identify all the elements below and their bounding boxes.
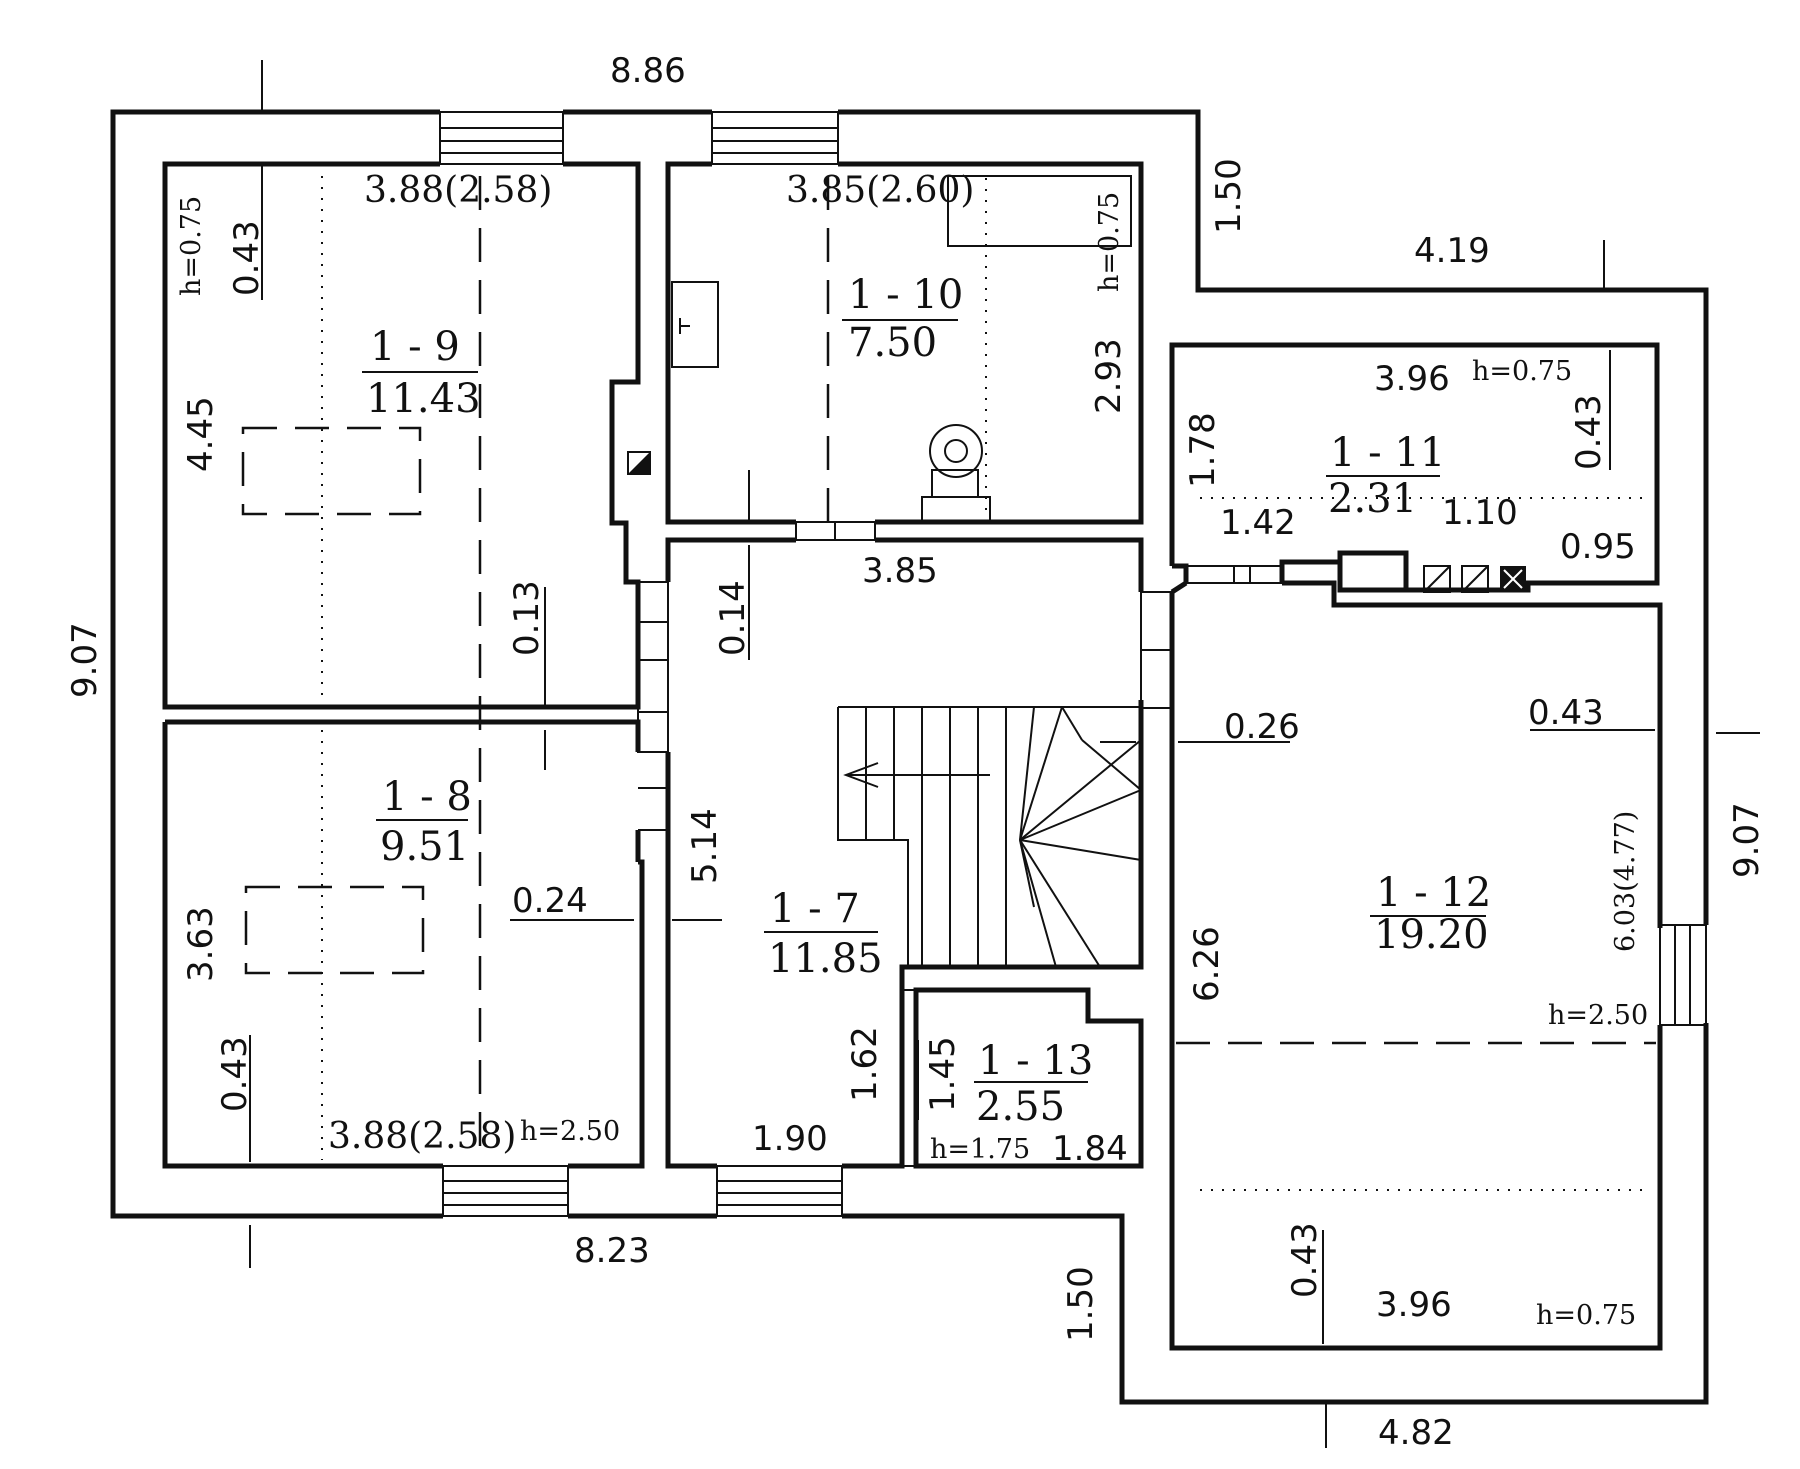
dim-r113-width: 1.84: [1052, 1129, 1128, 1169]
dim-r110-width: 3.85(2.60): [786, 170, 974, 211]
dim-bottom-right-width: 4.82: [1378, 1413, 1454, 1453]
window-right: [1659, 924, 1707, 1026]
dim-r17-top: 3.85: [862, 551, 938, 591]
outer-wall: [110, 109, 1709, 1405]
dim-r19-depth: 4.45: [181, 396, 221, 472]
dim-r19-knee: 0.43: [227, 220, 267, 296]
room-id: 1 - 13: [978, 1038, 1093, 1084]
height-r110: h=0.75: [1094, 192, 1125, 292]
room-area: 11.43: [366, 376, 481, 422]
room-label-1-11: 1 - 11 2.31: [1326, 430, 1445, 522]
window-top-left: [439, 111, 564, 165]
room-label-1-10: 1 - 10 7.50: [842, 272, 963, 366]
dim-r18-knee: 0.43: [215, 1036, 255, 1112]
dim-r111-c: 0.95: [1560, 527, 1636, 567]
window-bottom-mid: [716, 1165, 843, 1217]
chimney-flues: [1423, 565, 1526, 593]
height-r111: h=0.75: [1472, 356, 1572, 387]
dim-r17-step: 1.62: [845, 1026, 885, 1102]
dim-r18-wall: 0.24: [512, 881, 588, 921]
height-r113: h=1.75: [930, 1134, 1030, 1165]
dim-r112-knee-right: 0.43: [1528, 693, 1604, 733]
vertical-dimension-labels: 9.07 9.07 1.50 1.50 4.45 0.43 0.13 3.63 …: [65, 158, 1767, 1342]
dim-r17-wall: 0.14: [713, 580, 753, 656]
room-label-1-8: 1 - 8 9.51: [376, 774, 472, 870]
dim-right-total: 9.07: [1727, 802, 1767, 878]
dim-r18-width: 3.88(2.58): [328, 1116, 516, 1157]
height-r19: h=0.75: [176, 196, 207, 296]
dim-top-right-step: 1.50: [1209, 158, 1249, 234]
room-id: 1 - 11: [1330, 430, 1445, 476]
dim-r111-width: 3.96: [1374, 359, 1450, 399]
bathtub: [947, 175, 1132, 247]
room-area: 19.20: [1374, 912, 1489, 958]
dim-r18-depth: 3.63: [181, 906, 221, 982]
dim-r17-bottom: 1.90: [752, 1119, 828, 1159]
dim-r111-knee: 0.43: [1569, 394, 1609, 470]
room-label-1-7: 1 - 7 11.85: [764, 886, 883, 982]
room-area: 11.85: [768, 936, 883, 982]
window-top-mid: [711, 111, 839, 165]
room-area: 7.50: [848, 320, 937, 366]
dimension-labels: 8.86 8.23 4.19 4.82 3.88(2.58) 3.88(2.58…: [328, 51, 1648, 1453]
inner-walls: [162, 161, 1663, 1351]
staircase: [837, 706, 1142, 968]
roof-lines: [241, 176, 1656, 1191]
dim-r112-knee-bottom: 0.43: [1285, 1222, 1325, 1298]
dim-r112-height: 6.03(4.77): [1610, 811, 1641, 952]
room-id: 1 - 7: [770, 886, 860, 932]
dim-left-total: 9.07: [65, 622, 105, 698]
dim-r111-a: 1.42: [1220, 503, 1296, 543]
room-area: 9.51: [380, 824, 469, 870]
room-label-1-9: 1 - 9 11.43: [362, 324, 481, 422]
room-label-1-12: 1 - 12 19.20: [1370, 870, 1491, 958]
dim-top-total: 8.86: [610, 51, 686, 91]
dim-r111-depth: 1.78: [1183, 412, 1223, 488]
room-area: 2.31: [1328, 476, 1417, 522]
room-id: 1 - 12: [1376, 870, 1491, 916]
dim-r112-depth: 6.26: [1187, 926, 1227, 1002]
dim-r112-width: 3.96: [1376, 1285, 1452, 1325]
room-id: 1 - 9: [370, 324, 460, 370]
room-label-1-13: 1 - 13 2.55: [974, 1038, 1093, 1130]
dim-r110-depth: 2.93: [1089, 338, 1129, 414]
dim-wall-026: 0.26: [1224, 707, 1300, 747]
height-r18: h=2.50: [520, 1116, 620, 1147]
dim-r19-width: 3.88(2.58): [364, 170, 552, 211]
height-r112-mid: h=2.50: [1548, 1000, 1648, 1031]
dim-r113-depth: 1.45: [923, 1036, 963, 1112]
door-openings: [637, 521, 1283, 1167]
window-bottom-left: [442, 1165, 569, 1217]
toilet: [921, 424, 991, 523]
dim-r17-depth: 5.14: [685, 808, 725, 884]
dim-r111-b: 1.10: [1442, 493, 1518, 533]
vent-symbol: [627, 451, 651, 475]
dim-r19-wall: 0.13: [507, 580, 547, 656]
dim-bottom-total: 8.23: [574, 1231, 650, 1271]
washbasin: [671, 281, 719, 368]
room-id: 1 - 8: [382, 774, 472, 820]
room-area: 2.55: [976, 1084, 1065, 1130]
room-id: 1 - 10: [848, 272, 963, 318]
dim-bottom-right-step: 1.50: [1061, 1266, 1101, 1342]
height-r112-bottom: h=0.75: [1536, 1300, 1636, 1331]
dimension-arrows: [249, 60, 1760, 1448]
dim-top-right-width: 4.19: [1414, 231, 1490, 271]
